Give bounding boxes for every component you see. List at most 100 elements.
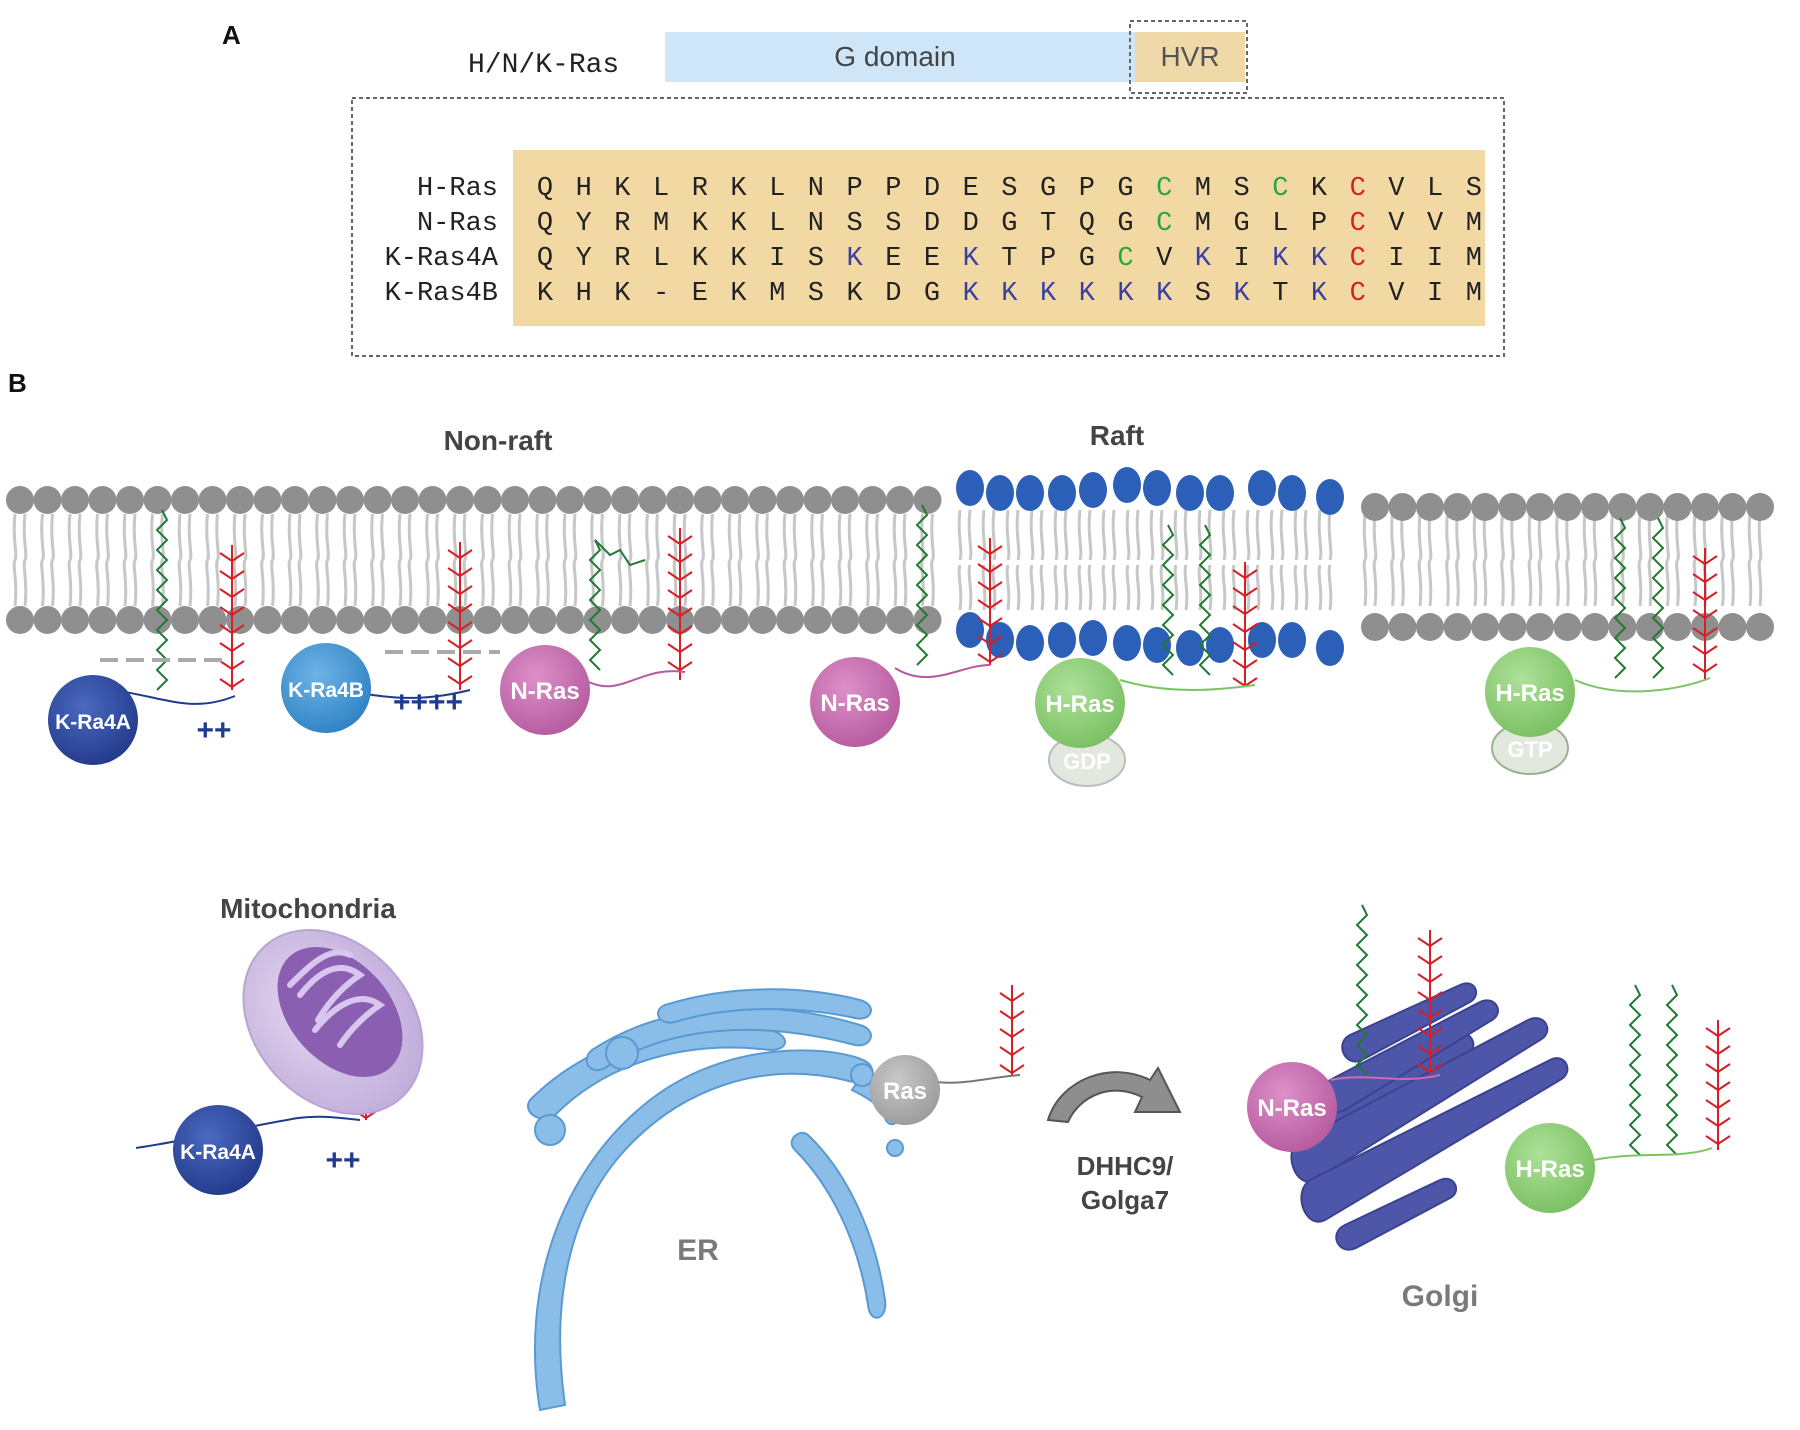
lipid-tail: [490, 513, 495, 561]
lipid-head: [831, 486, 859, 514]
er-label: ER: [677, 1234, 719, 1267]
residue: C: [1272, 174, 1288, 204]
lipid-tail: [22, 513, 28, 561]
lipid-tail: [342, 513, 348, 561]
lipid-tail: [1537, 559, 1543, 607]
lipid-head: [721, 606, 749, 634]
lipid-tail: [810, 513, 815, 561]
lipid-tail: [397, 513, 403, 561]
lipid-tail: [1087, 564, 1093, 611]
lipid-tail: [1555, 513, 1560, 561]
lipid-tail: [847, 513, 853, 561]
lipid-tail: [77, 559, 83, 607]
lipid-tail: [397, 559, 403, 607]
lipid-tail: [67, 513, 73, 561]
er-cisternae: [527, 988, 904, 1412]
residue: K: [1272, 244, 1289, 274]
lipid-tail: [1582, 513, 1588, 561]
residue: K: [614, 279, 631, 309]
lipid-tail: [1327, 564, 1333, 611]
residue: V: [1388, 209, 1405, 239]
residue: K: [614, 174, 631, 204]
raft-lipid-head: [1176, 475, 1204, 511]
raft-lipid-head: [1248, 622, 1276, 658]
lipid-tail: [545, 513, 550, 561]
residue: R: [692, 174, 708, 204]
lipid-tail: [517, 559, 523, 607]
lipid-tail: [627, 559, 633, 607]
residue: C: [1156, 209, 1172, 239]
lipid-head: [446, 486, 474, 514]
lipid-tail: [572, 559, 578, 607]
lipid-tail: [132, 513, 138, 561]
lipid-tail: [122, 513, 128, 561]
residue: R: [614, 244, 630, 274]
lipid-head: [1636, 613, 1664, 641]
lipid-tail: [1087, 509, 1093, 561]
raft-lipid-head: [1048, 622, 1076, 658]
raft-lipid-head: [1316, 479, 1344, 515]
residue: M: [1195, 174, 1211, 204]
lipid-tail: [837, 513, 843, 561]
lipid-tail: [1053, 564, 1059, 611]
golgi-stack-4: [1300, 1057, 1569, 1223]
lipid-tail: [1747, 513, 1753, 561]
lipid-head: [638, 486, 667, 514]
lipid-tail: [425, 559, 430, 607]
lipid-tail: [407, 513, 413, 561]
lipid-tail: [1417, 513, 1423, 561]
lipid-tail: [452, 559, 458, 607]
raft-lipid-head: [1206, 475, 1234, 511]
residue: G: [1079, 244, 1095, 274]
lipid-head: [1526, 613, 1554, 641]
lipid-tail: [792, 559, 798, 607]
plasma-membrane-bilayer: [6, 467, 1774, 666]
lipid-tail: [1039, 564, 1045, 611]
residue: L: [769, 174, 785, 204]
residue: P: [846, 174, 862, 204]
lipid-tail: [737, 513, 743, 561]
lipid-tail: [50, 559, 55, 607]
lipid-head: [1498, 613, 1527, 641]
h-ras-label-2: H-Ras: [1495, 680, 1564, 707]
lipid-tail: [700, 513, 705, 561]
lipid-anchors: [155, 504, 1718, 1120]
lipid-tail: [205, 559, 210, 607]
residue: I: [1388, 244, 1404, 274]
lipid-tail: [325, 559, 330, 607]
residue: Y: [576, 209, 592, 239]
lipid-head: [363, 606, 392, 634]
lipid-tail: [645, 559, 650, 607]
lipid-tail: [981, 509, 987, 561]
lipid-tail: [1293, 509, 1299, 561]
lipid-tail: [1125, 564, 1131, 611]
lipid-tail: [1111, 509, 1117, 561]
mito-charge: ++: [325, 1144, 360, 1177]
lipid-tail: [672, 513, 678, 561]
er-ras-label: Ras: [883, 1078, 927, 1105]
raft-lipid-head: [1206, 627, 1234, 663]
residue: K: [692, 209, 709, 239]
residue: K: [537, 279, 554, 309]
residue: H: [576, 279, 592, 309]
palmitoylation-arrow-group: DHHC9/ Golga7: [1046, 1066, 1182, 1215]
lipid-head: [391, 606, 419, 634]
palmitoyl-chain: [1161, 524, 1175, 676]
lipid-head: [33, 606, 62, 634]
residue: K: [1117, 279, 1134, 309]
er-farnesyl-chain: [999, 985, 1025, 1075]
sequence-alignment-background: [513, 150, 1485, 326]
lipid-head: [308, 606, 337, 634]
residue: K: [1311, 174, 1328, 204]
lipid-head: [831, 606, 859, 634]
lipid-tail: [1427, 559, 1433, 607]
residue: K: [963, 279, 980, 309]
golgi-n-ras-protein: [1247, 1062, 1337, 1152]
lipid-tail: [1417, 559, 1423, 607]
lipid-head: [1636, 493, 1664, 521]
lipid-tail: [1101, 564, 1107, 611]
lipid-head: [281, 486, 309, 514]
lipid-tail: [1183, 509, 1189, 561]
lipid-tail: [315, 559, 320, 607]
